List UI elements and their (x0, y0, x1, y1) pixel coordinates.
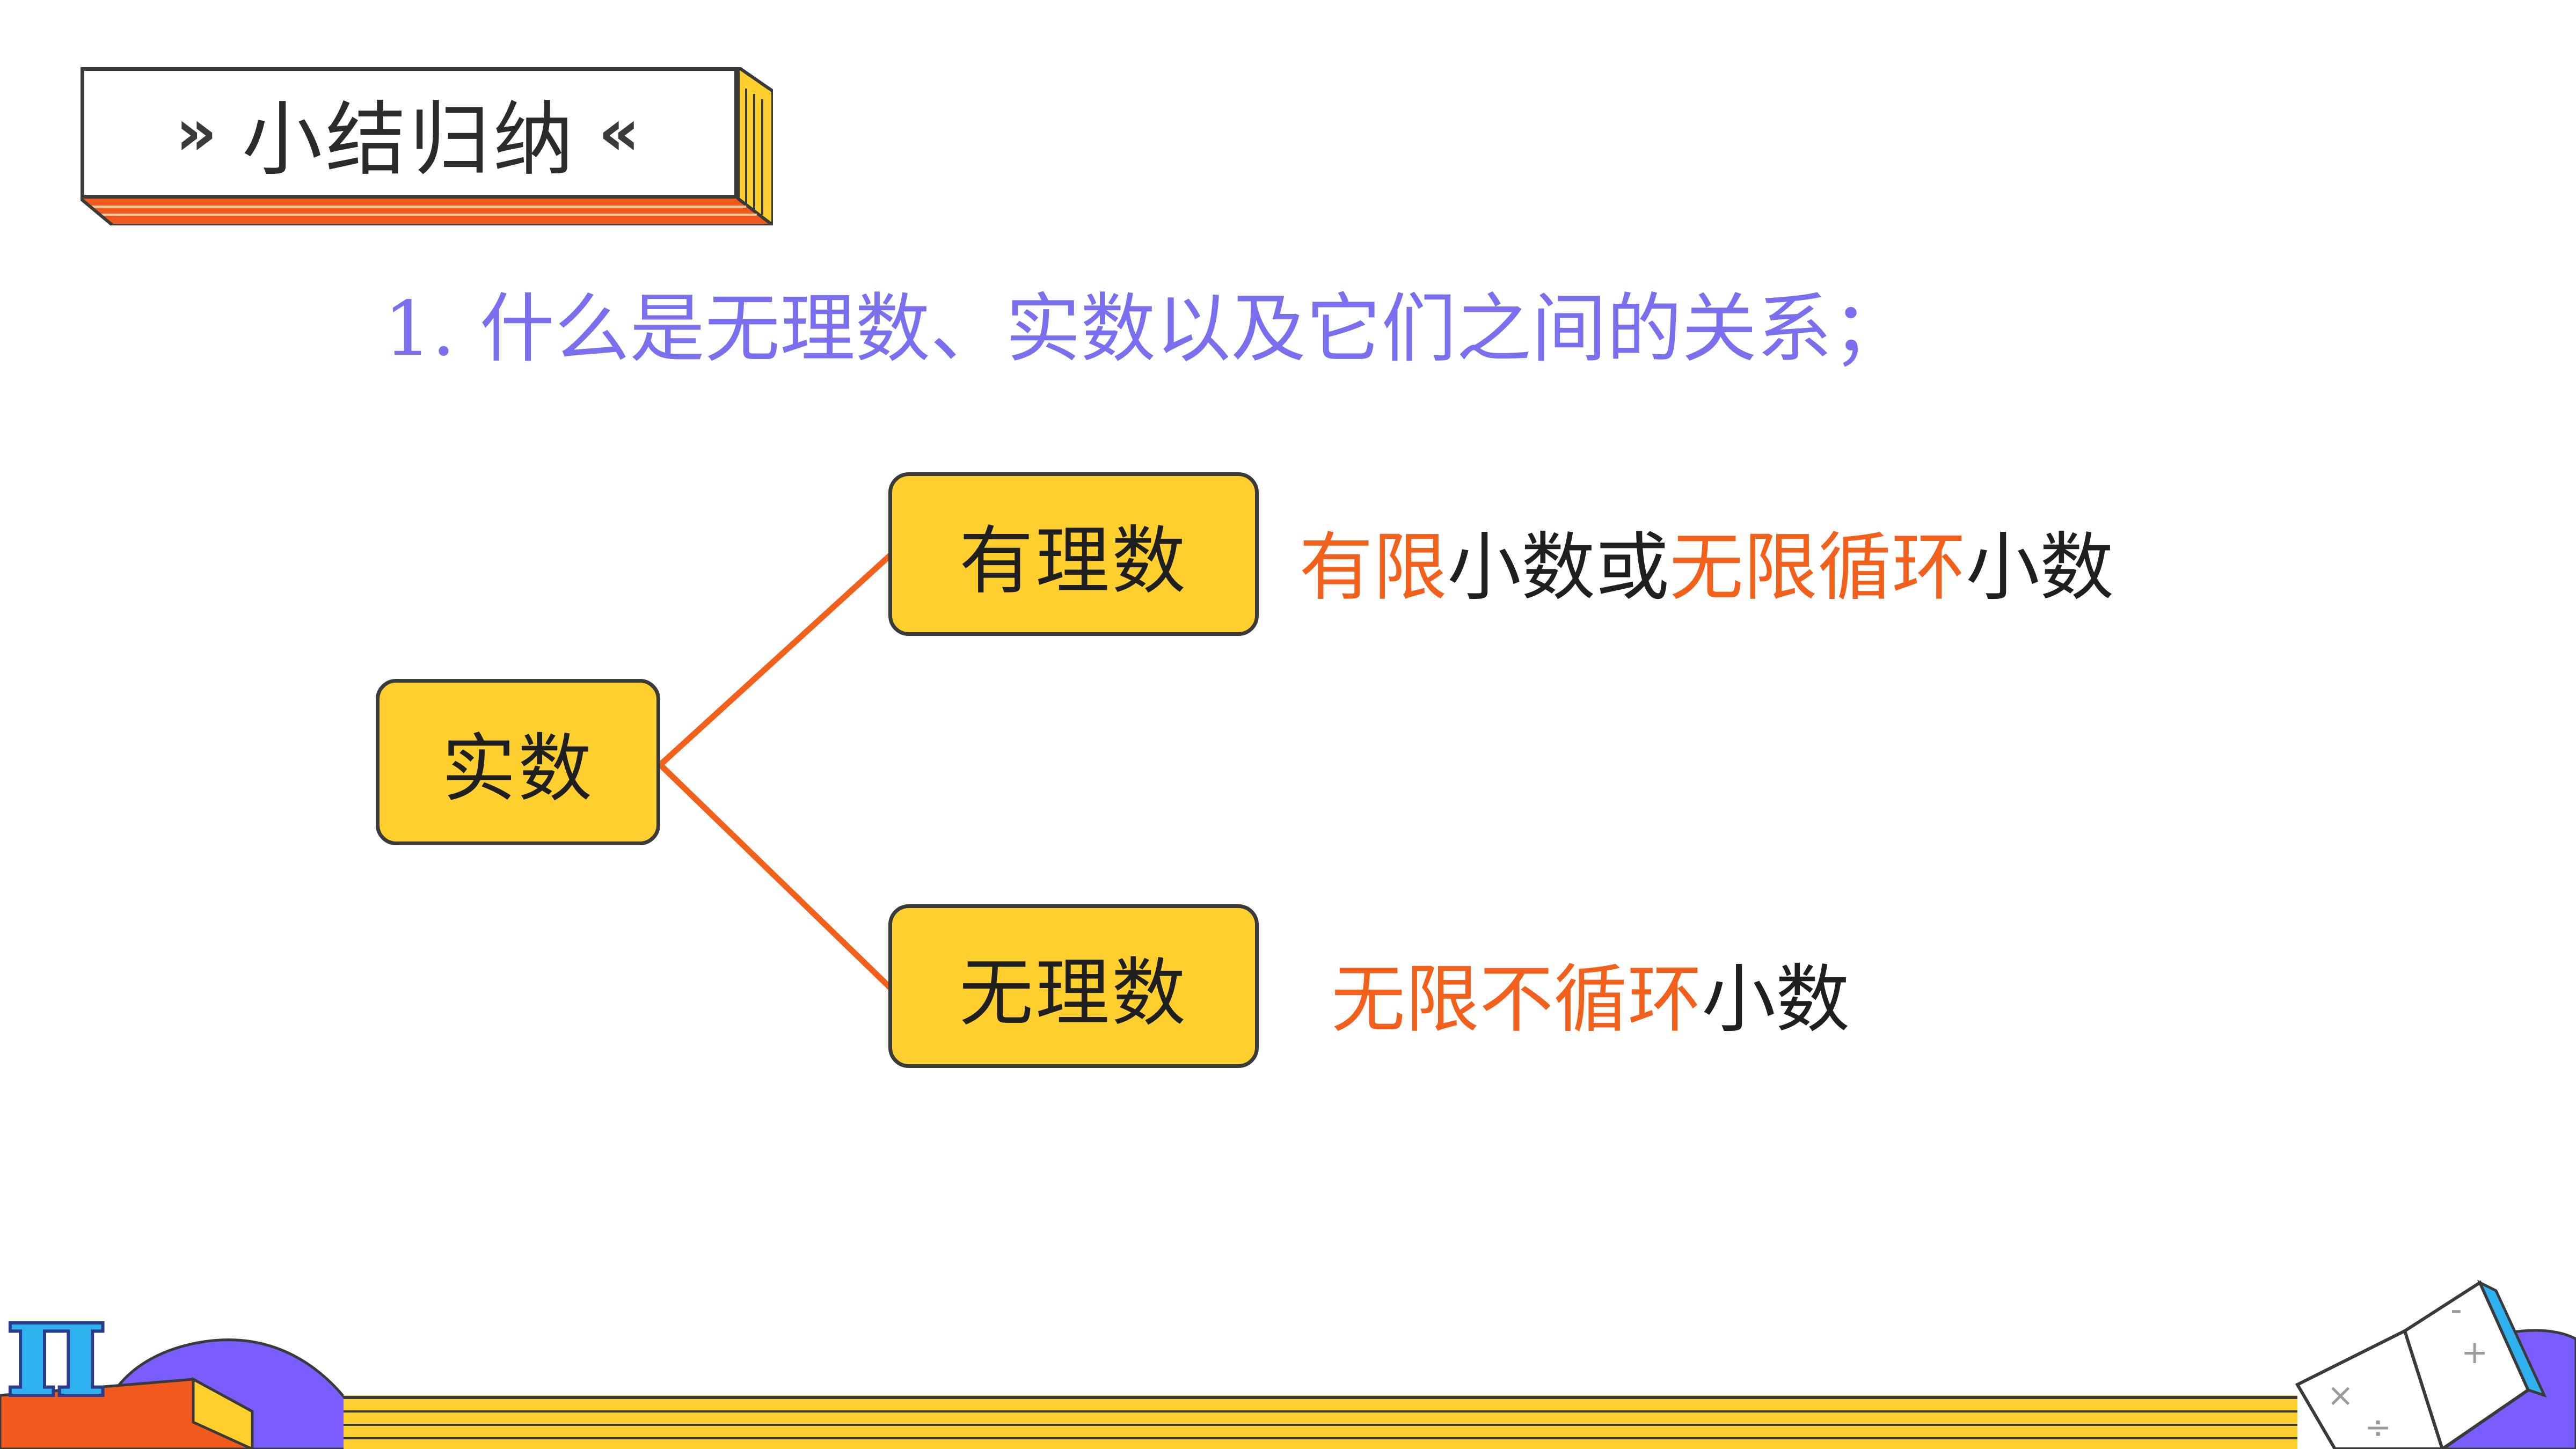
node-rational-label: 有理数 (959, 517, 1188, 604)
connector-top (658, 553, 892, 767)
desc-bottom-part1: 无限不循环 (1331, 956, 1702, 1043)
chevron-right-icon: » (175, 96, 221, 170)
node-irrational-label: 无理数 (959, 949, 1188, 1036)
connector-bottom (658, 763, 892, 990)
times-icon: × (2327, 1377, 2354, 1414)
rational-description: 有限小数或无限循环小数 (1299, 507, 2114, 614)
chevron-left-icon: « (598, 96, 644, 170)
node-rational-numbers: 有理数 (888, 472, 1259, 636)
desc-top-part3: 无限循环 (1669, 524, 1966, 611)
desc-top-part2: 小数或 (1447, 524, 1670, 611)
header-box (81, 67, 738, 199)
divide-icon: ÷ (2365, 1409, 2391, 1446)
page-title: 小结归纳 (242, 93, 577, 187)
pi-icon: π (5, 1265, 107, 1429)
header-stack-shadow (81, 67, 773, 225)
header-title-row: » 小结归纳 « (81, 67, 738, 199)
subtitle-question: 1. 什么是无理数、实数以及它们之间的关系； (384, 286, 1908, 373)
node-real-label: 实数 (441, 726, 594, 812)
node-irrational-numbers: 无理数 (888, 904, 1259, 1068)
plus-icon: + (2461, 1334, 2488, 1371)
pi-decoration: π (0, 1263, 372, 1449)
desc-top-part4: 小数 (1966, 524, 2114, 611)
bottom-stripe (344, 1395, 2297, 1449)
desc-top-part1: 有限 (1299, 524, 1448, 611)
book-decoration: × ÷ - + (2295, 1279, 2576, 1449)
irrational-description: 无限不循环小数 (1331, 939, 1850, 1046)
node-real-numbers: 实数 (376, 679, 660, 845)
desc-bottom-part2: 小数 (1702, 956, 1850, 1043)
minus-icon: - (2450, 1291, 2462, 1328)
